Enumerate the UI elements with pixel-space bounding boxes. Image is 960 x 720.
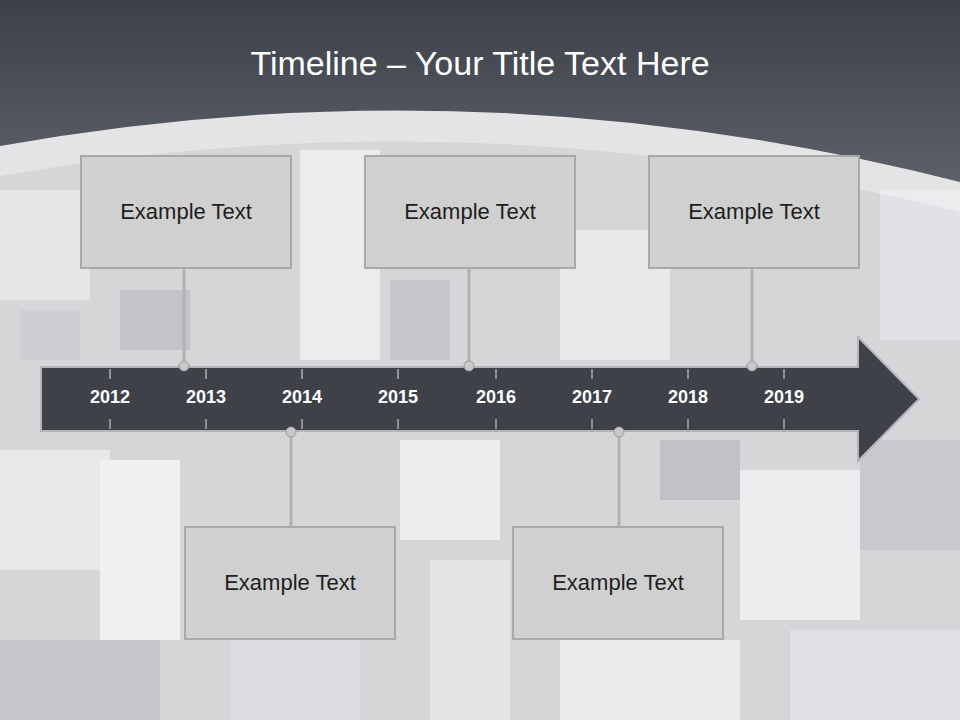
tick-mark [784, 419, 785, 429]
event-box: Example Text [512, 526, 724, 640]
year-slot: 2015 [378, 387, 418, 408]
slide-title: Timeline – Your Title Text Here [0, 44, 960, 83]
year-label: 2017 [572, 387, 612, 407]
cube-texture [0, 150, 960, 720]
timeline-arrow: 2012 2013 2014 2015 2016 2017 2018 2019 [40, 335, 922, 463]
tick-mark [206, 369, 207, 379]
year-label: 2012 [90, 387, 130, 407]
leader-connector [290, 432, 293, 526]
connector-dot [747, 361, 757, 371]
tick-mark [302, 419, 303, 429]
event-text: Example Text [688, 199, 820, 225]
year-label: 2018 [668, 387, 708, 407]
year-label: 2014 [282, 387, 322, 407]
leader-connector [618, 432, 621, 526]
event-text: Example Text [404, 199, 536, 225]
year-label: 2013 [186, 387, 226, 407]
event-box: Example Text [184, 526, 396, 640]
event-text: Example Text [120, 199, 252, 225]
tick-mark [496, 369, 497, 379]
year-label: 2015 [378, 387, 418, 407]
event-box: Example Text [648, 155, 860, 269]
leader-connector [183, 269, 186, 366]
year-slot: 2019 [764, 387, 804, 408]
year-slot: 2017 [572, 387, 612, 408]
tick-mark [592, 369, 593, 379]
year-slot: 2016 [476, 387, 516, 408]
year-slot: 2014 [282, 387, 322, 408]
arrow-outline [41, 337, 919, 461]
year-label: 2016 [476, 387, 516, 407]
tick-mark [688, 419, 689, 429]
leader-connector [751, 269, 754, 366]
connector-dot [179, 361, 189, 371]
tick-mark [688, 369, 689, 379]
tick-mark [398, 369, 399, 379]
tick-mark [206, 419, 207, 429]
year-label: 2019 [764, 387, 804, 407]
year-slot: 2012 [90, 387, 130, 408]
connector-dot [286, 427, 296, 437]
tick-mark [302, 369, 303, 379]
connector-dot [614, 427, 624, 437]
tick-mark [398, 419, 399, 429]
event-text: Example Text [224, 570, 356, 596]
event-text: Example Text [552, 570, 684, 596]
year-slot: 2018 [668, 387, 708, 408]
tick-mark [496, 419, 497, 429]
event-box: Example Text [364, 155, 576, 269]
leader-connector [468, 269, 471, 366]
tick-mark [110, 419, 111, 429]
tick-mark [592, 419, 593, 429]
connector-dot [464, 361, 474, 371]
tick-mark [110, 369, 111, 379]
year-slot: 2013 [186, 387, 226, 408]
event-box: Example Text [80, 155, 292, 269]
tick-mark [784, 369, 785, 379]
